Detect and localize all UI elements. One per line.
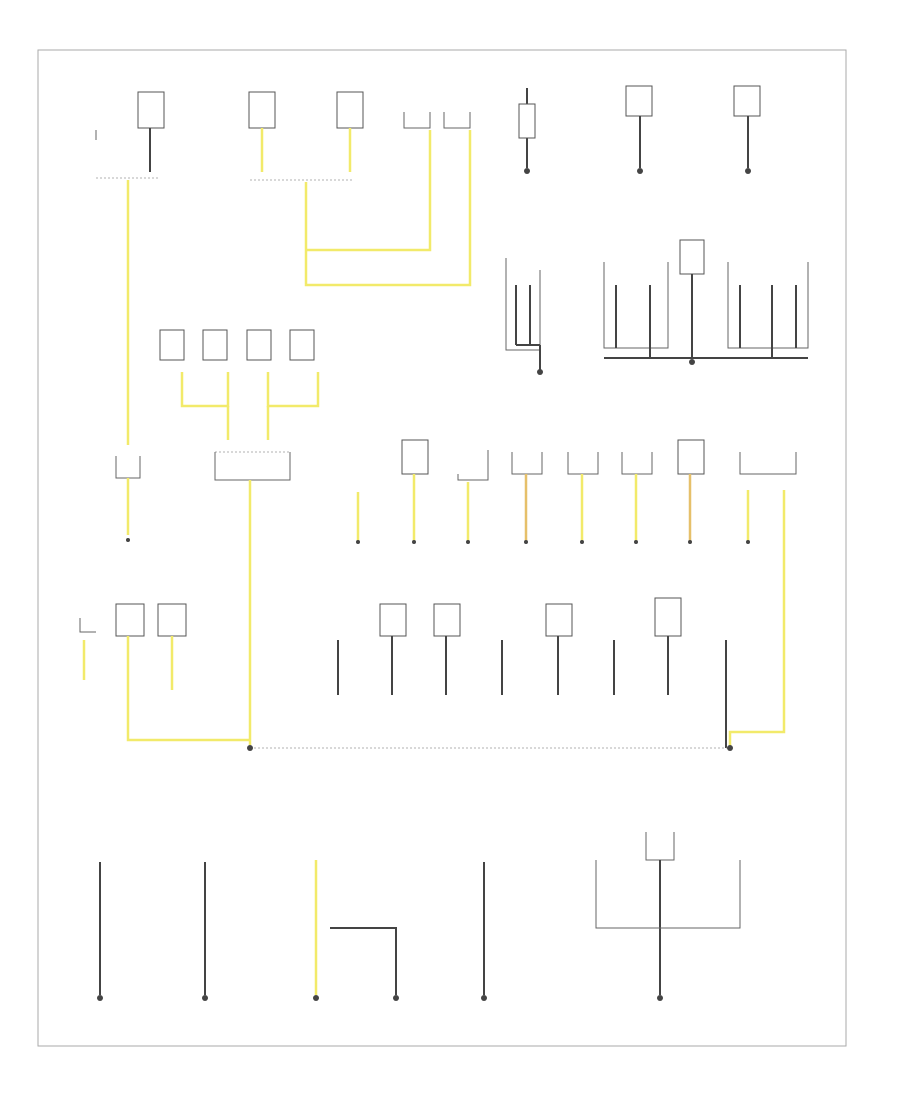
ground-point (313, 995, 319, 1001)
component-box (679, 239, 705, 275)
ground-point (393, 995, 399, 1001)
component-box (733, 85, 761, 117)
ground-point (637, 168, 643, 174)
ground-point (247, 745, 253, 751)
bottom-row-group (97, 832, 741, 1001)
connector-bracket (727, 262, 809, 349)
ground-point (746, 540, 750, 544)
connector-bracket (739, 452, 797, 475)
ground-point (745, 168, 751, 174)
component-box (625, 85, 653, 117)
component-box (289, 329, 315, 361)
wire-yellow (266, 372, 320, 408)
top-right-group (505, 85, 809, 375)
ground-point (356, 540, 360, 544)
connector-bracket (115, 456, 141, 479)
lower-middle-group (79, 597, 733, 751)
connector-bracket (621, 452, 653, 475)
ground-point (688, 540, 692, 544)
middle-row-group (126, 439, 797, 748)
ground-point (634, 540, 638, 544)
component-box (137, 91, 165, 129)
wire-yellow (728, 490, 786, 748)
connector-bracket (511, 452, 543, 475)
ground-point (524, 540, 528, 544)
connector-bracket (79, 618, 96, 633)
component-box (401, 439, 429, 475)
component-box (433, 603, 461, 637)
diagram-frame (37, 49, 847, 1047)
component-box (202, 329, 228, 361)
component-box (159, 329, 185, 361)
connector-bracket (443, 112, 471, 129)
wire (330, 927, 397, 995)
component-box (379, 603, 407, 637)
component-box (677, 439, 705, 475)
connector-bracket (457, 450, 489, 481)
component-box (518, 103, 536, 139)
ground-point (657, 995, 663, 1001)
connector-bracket (214, 452, 291, 481)
component-box (654, 597, 682, 637)
component-box (157, 603, 187, 637)
component-box (545, 603, 573, 637)
ground-point (481, 995, 487, 1001)
connector-bracket (645, 832, 675, 861)
component-box (248, 91, 276, 129)
connector-bracket (505, 258, 541, 351)
connector-bracket (595, 860, 741, 929)
wire-yellow (126, 636, 250, 742)
ground-point (727, 745, 733, 751)
top-left-group (95, 91, 472, 745)
ground-point (689, 359, 695, 365)
component-box (246, 329, 272, 361)
connector-bracket (603, 262, 669, 349)
connector-bracket (567, 452, 599, 475)
ground-point (412, 540, 416, 544)
ground-point (97, 995, 103, 1001)
component-box (115, 603, 145, 637)
ground-point (524, 168, 530, 174)
ground-point (202, 995, 208, 1001)
component-box (336, 91, 364, 129)
ground-point (580, 540, 584, 544)
wire-yellow (304, 130, 472, 287)
wire-yellow (180, 372, 230, 408)
ground-point (466, 540, 470, 544)
ground-point (537, 369, 543, 375)
wire-yellow (306, 130, 432, 252)
ground-point (126, 538, 130, 542)
connector-bracket (403, 112, 431, 129)
